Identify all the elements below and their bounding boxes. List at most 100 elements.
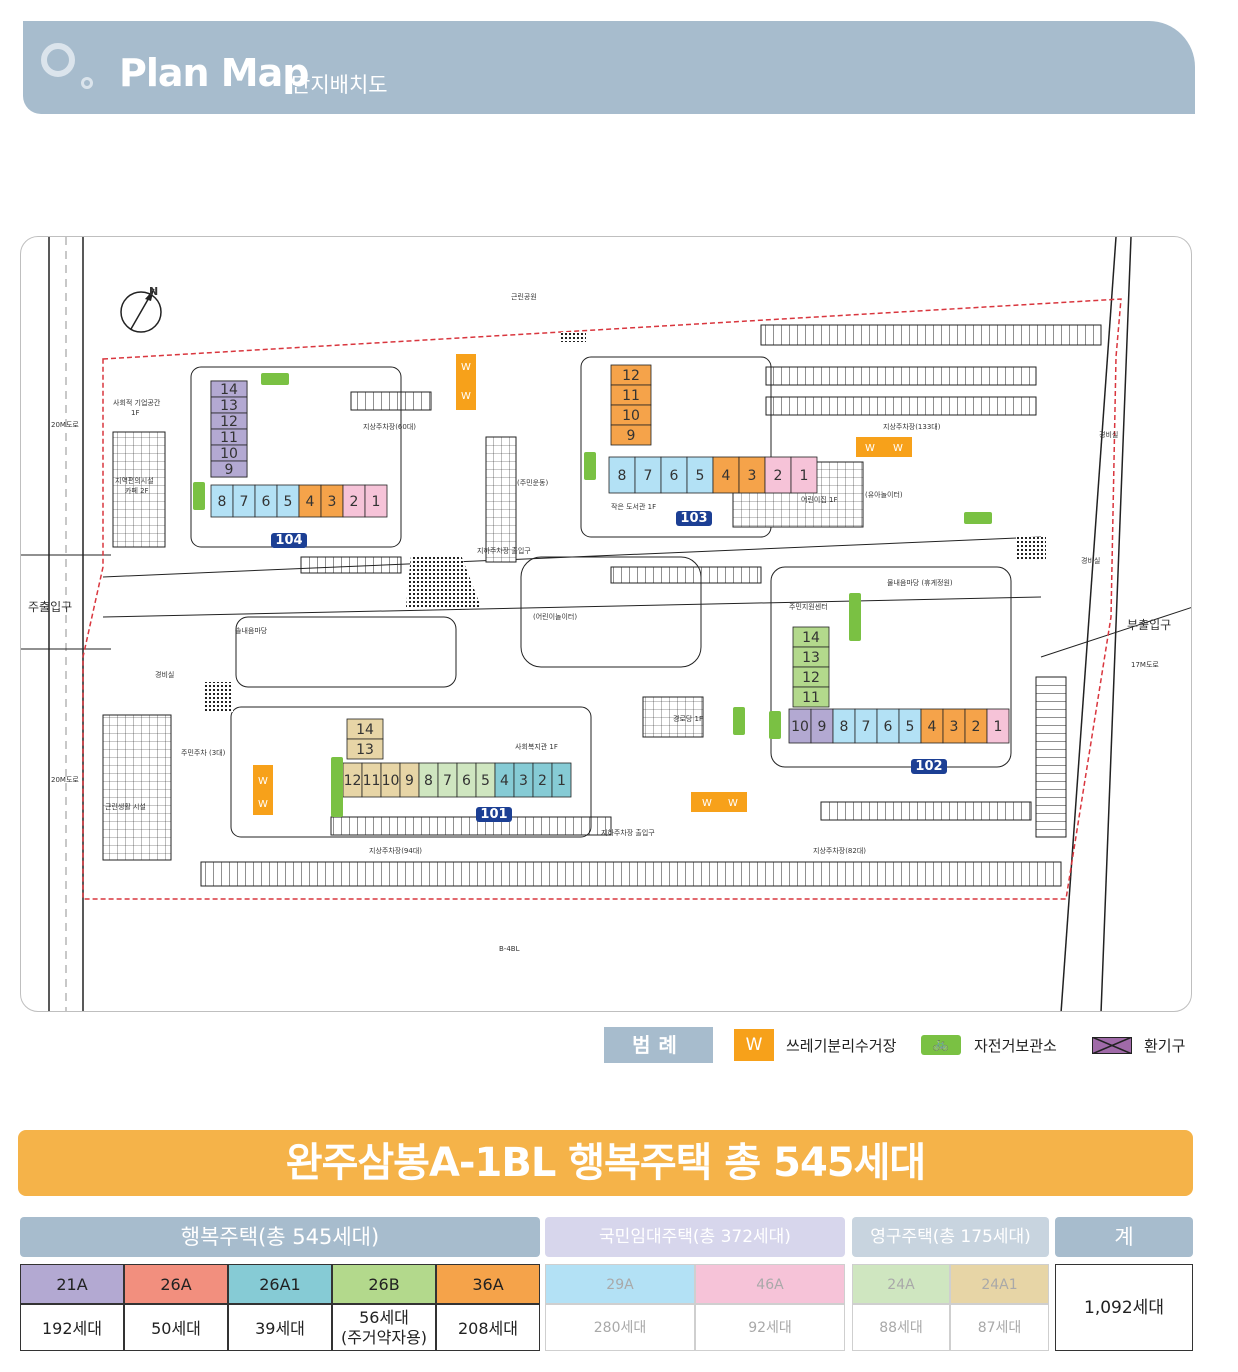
type-29a: 29A <box>545 1264 695 1304</box>
label-resident-parking: 주민주차 (3대) <box>181 748 226 757</box>
label-community-facility: 지역편의시설 <box>115 476 154 485</box>
building-103-unit-6-block <box>660 456 688 494</box>
building-102-unit-7: 7 <box>862 719 871 735</box>
building-101-unit-4: 4 <box>500 773 509 789</box>
building-101-unit-5: 5 <box>481 773 490 789</box>
label-guard-room: 경비실 <box>155 670 174 679</box>
building-104-unit-6: 6 <box>262 494 271 510</box>
building-101-unit-3: 3 <box>519 773 528 789</box>
building-101-unit-6: 6 <box>462 773 471 789</box>
building-103-floor-9-block <box>610 424 652 446</box>
svg-text:W: W <box>258 799 268 810</box>
svg-text:W: W <box>258 776 268 787</box>
label-parking-82: 지상주차장(82대) <box>813 846 866 855</box>
type-26a: 26A <box>124 1264 228 1304</box>
label-village-yard: 솔내음마당 <box>235 626 268 635</box>
label-neighborhood-facility: 근린생활 시설 <box>105 802 146 811</box>
count-26b: 56세대 (주거약자용) <box>332 1304 436 1351</box>
legend-bike-label: 자전거보관소 <box>974 1037 1057 1055</box>
count-26a: 50세대 <box>124 1304 228 1351</box>
building-104-label: 104 <box>275 533 302 548</box>
building-104-floor-12: 12 <box>220 414 238 430</box>
building-104-unit-3: 3 <box>328 494 337 510</box>
label-guard-room2: 경비실 <box>1081 556 1100 565</box>
building-102-unit-10: 10 <box>791 719 809 735</box>
label-parking-60: 지상주차장(60대) <box>363 422 416 431</box>
label-road-17m: 17M도로 <box>1131 661 1159 669</box>
svg-text:W: W <box>461 391 471 402</box>
internal-roads <box>102 356 1042 838</box>
svg-text:W: W <box>893 443 903 454</box>
count-24a1: 87세대 <box>950 1304 1049 1351</box>
label-library: 작은 도서관 1F <box>611 502 656 511</box>
type-24a1: 24A1 <box>950 1264 1049 1304</box>
building-102-unit-2: 2 <box>972 719 981 735</box>
total-count: 1,092세대 <box>1055 1264 1193 1351</box>
type-21a: 21A <box>20 1264 124 1304</box>
label-community-cafe: 카페 2F <box>125 486 149 495</box>
building-102-unit-6: 6 <box>884 719 893 735</box>
site-plan-map: 근린공원 20M도로 20M도로 17M도로 주출입구 부출입구 B-4BL 사… <box>20 236 1192 1012</box>
building-102-floor-11: 11 <box>802 690 820 706</box>
waste-icon: W <box>734 1029 774 1061</box>
label-social-startup-floor: 1F <box>131 409 139 417</box>
building-101-unit-12: 12 <box>344 773 362 789</box>
total-units-banner: 완주삼봉A-1BL 행복주택 총 545세대 <box>18 1130 1193 1196</box>
label-senior-center: 경로당 1F <box>673 714 703 723</box>
building-104-floor-10: 10 <box>220 446 238 462</box>
label-lot-bottom: B-4BL <box>499 945 520 953</box>
building-101-unit-7: 7 <box>443 773 452 789</box>
label-village-yard-rest: 물내음마당 (휴게정원) <box>887 578 953 587</box>
count-36a: 208세대 <box>436 1304 540 1351</box>
label-toddler-play: (유아놀이터) <box>865 490 903 499</box>
building-103-floor-10: 10 <box>622 408 640 424</box>
page-title: Plan Map <box>119 51 309 95</box>
building-102-unit-4: 4 <box>928 719 937 735</box>
building-103-unit-4: 4 <box>722 468 731 484</box>
building-104-unit-2: 2 <box>350 494 359 510</box>
building-103-floor-11: 11 <box>622 388 640 404</box>
building-102-unit-5: 5 <box>906 719 915 735</box>
type-36a: 36A <box>436 1264 540 1304</box>
building-104-unit-5: 5 <box>284 494 293 510</box>
type-46a: 46A <box>695 1264 845 1304</box>
label-guard-room3: 경비실 <box>1099 430 1118 439</box>
building-102-unit-1-block <box>986 708 1010 744</box>
bike-storage-markers <box>193 373 992 817</box>
waste-markers: W W W W W W W W <box>253 354 912 815</box>
building-103-unit-1: 1 <box>800 468 809 484</box>
count-29a: 280세대 <box>545 1304 695 1351</box>
count-26b-note: (주거약자용) <box>340 1328 428 1347</box>
building-101-label: 101 <box>480 807 507 822</box>
building-103-unit-6: 6 <box>670 468 679 484</box>
page-subtitle: 단지배치도 <box>291 73 388 97</box>
legend-waste-label: 쓰레기분리수거장 <box>786 1037 897 1055</box>
building-104-floor-9-block <box>210 460 248 478</box>
group-permanent: 영구주택(총 175세대) <box>852 1217 1049 1257</box>
svg-text:W: W <box>702 798 712 809</box>
bike-icon: 🚲 <box>921 1035 961 1055</box>
page-header: Plan Map 단지배치도 <box>23 21 1195 114</box>
svg-text:W: W <box>728 798 738 809</box>
site-plan-drawing: 근린공원 20M도로 20M도로 17M도로 주출입구 부출입구 B-4BL 사… <box>21 237 1191 1011</box>
label-sub-entrance: 부출입구 <box>1127 618 1171 632</box>
building-103-unit-8-block <box>608 456 636 494</box>
label-underground-entry: 지하주차장 출입구 <box>477 546 531 555</box>
count-26a1: 39세대 <box>228 1304 332 1351</box>
building-103-floor-12: 12 <box>622 368 640 384</box>
group-happy-housing: 행복주택(총 545세대) <box>20 1217 540 1257</box>
count-21a: 192세대 <box>20 1304 124 1351</box>
left-road <box>21 237 111 1011</box>
type-26a1: 26A1 <box>228 1264 332 1304</box>
type-24a: 24A <box>852 1264 950 1304</box>
building-103-unit-1-block <box>790 456 818 494</box>
label-parking-94: 지상주차장(94대) <box>369 846 422 855</box>
building-104-unit-1: 1 <box>372 494 381 510</box>
building-104-floor-11: 11 <box>220 430 238 446</box>
building-104-unit-4: 4 <box>306 494 315 510</box>
building-103-unit-3: 3 <box>748 468 757 484</box>
building-103-unit-2: 2 <box>774 468 783 484</box>
